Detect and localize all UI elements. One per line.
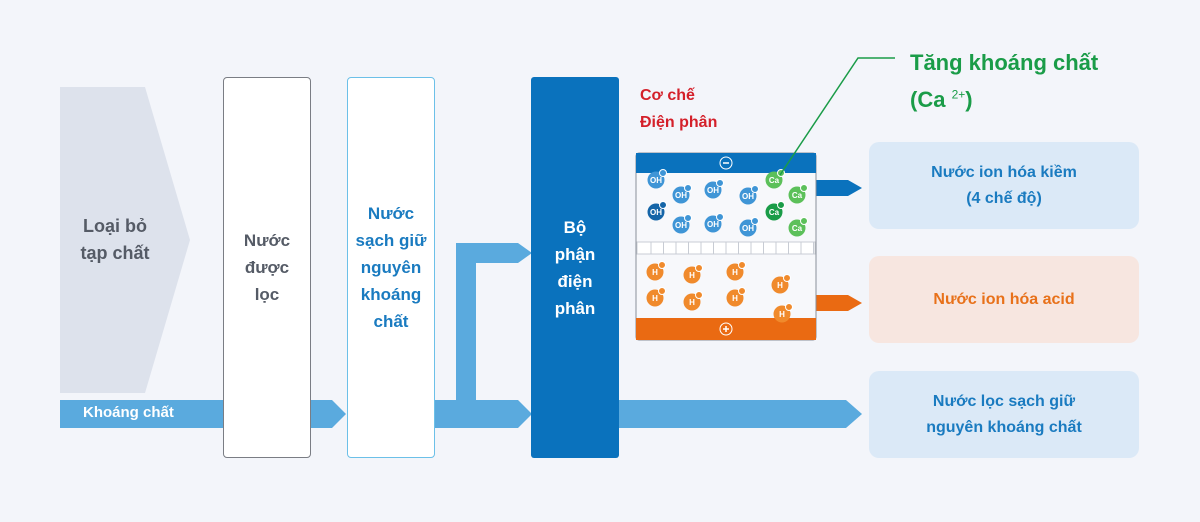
ion-h: H — [726, 261, 746, 281]
branch-arrow-top — [456, 243, 532, 263]
plus-icon — [719, 322, 733, 336]
stage-electrolysis-unit: Bộ phận điện phân — [531, 77, 619, 458]
stage-remove-impurities: Loại bỏ tạp chất — [80, 216, 150, 263]
result-alkaline-water: Nước ion hóa kiềm (4 chế độ) — [869, 142, 1139, 229]
mineral-label: Khoáng chất — [83, 404, 174, 421]
ion-oh: OH — [739, 217, 759, 237]
ion-oh: OH — [704, 213, 724, 233]
branch-vertical — [456, 243, 476, 403]
ion-h: H — [773, 303, 793, 323]
impurity-chevron — [60, 87, 190, 393]
svg-text:H: H — [732, 268, 738, 277]
ion-oh: OH — [672, 214, 692, 234]
svg-text:OH: OH — [742, 192, 754, 201]
stage-filtered-water: Nước được lọc — [223, 77, 311, 458]
ion-h: H — [683, 291, 703, 311]
svg-text:OH: OH — [675, 221, 687, 230]
callout-formula: (Ca 2+) — [910, 87, 973, 113]
formula-charge: 2+ — [951, 87, 966, 102]
ion-ca: Ca — [765, 201, 785, 221]
mineral-flow-arrow-3 — [618, 400, 862, 428]
svg-text:OH: OH — [650, 208, 662, 217]
svg-text:H: H — [777, 281, 783, 290]
formula-text: (Ca — [910, 87, 946, 112]
callout-title: Tăng khoáng chất — [910, 50, 1099, 75]
callout-line — [779, 57, 895, 176]
membrane — [636, 241, 816, 255]
result-acid-water: Nước ion hóa acid — [869, 256, 1139, 343]
ion-ca: Ca — [788, 184, 808, 204]
alkaline-arrow — [816, 180, 862, 196]
stage-clean-water: Nước sạch giữ nguyên khoáng chất — [347, 77, 435, 458]
svg-text:H: H — [732, 294, 738, 303]
svg-text:H: H — [652, 268, 658, 277]
ion-h: H — [646, 287, 666, 307]
ion-h: H — [683, 264, 703, 284]
ion-ca: Ca — [788, 217, 808, 237]
svg-text:Ca: Ca — [792, 224, 803, 233]
svg-text:OH: OH — [742, 224, 754, 233]
ion-h: H — [646, 261, 666, 281]
svg-text:Ca: Ca — [792, 191, 803, 200]
ion-oh: OH — [647, 169, 667, 189]
svg-text:OH: OH — [707, 220, 719, 229]
svg-text:OH: OH — [650, 176, 662, 185]
ion-oh: OH — [704, 179, 724, 199]
minus-icon — [719, 156, 733, 170]
ion-h: H — [771, 274, 791, 294]
svg-text:H: H — [779, 310, 785, 319]
ion-oh: OH — [739, 185, 759, 205]
result-mineral-water: Nước lọc sạch giữ nguyên khoáng chất — [869, 371, 1139, 458]
formula-close: ) — [965, 87, 973, 112]
svg-text:Ca: Ca — [769, 176, 780, 185]
mechanism-label: Cơ chế Điện phân — [640, 87, 718, 131]
mineral-flow-arrow-2 — [434, 400, 532, 428]
svg-text:OH: OH — [675, 191, 687, 200]
acid-arrow — [816, 295, 862, 311]
ion-oh: OH — [647, 201, 667, 221]
svg-text:H: H — [689, 298, 695, 307]
svg-text:OH: OH — [707, 186, 719, 195]
svg-text:H: H — [652, 294, 658, 303]
svg-text:Ca: Ca — [769, 208, 780, 217]
svg-text:H: H — [689, 271, 695, 280]
ion-h: H — [726, 287, 746, 307]
ion-oh: OH — [672, 184, 692, 204]
